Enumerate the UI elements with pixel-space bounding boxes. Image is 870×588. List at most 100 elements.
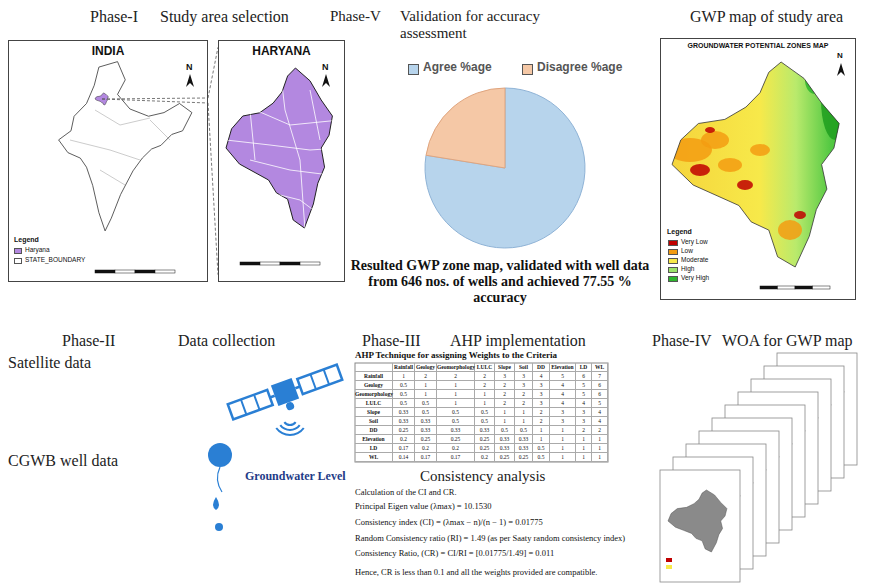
table-cell: 0.5 [393, 381, 415, 390]
map-frame: INDIA [8, 40, 208, 282]
heading-text: Phase-III [362, 332, 421, 350]
table-cell: 1 [495, 408, 515, 417]
table-cell: 1 [592, 435, 608, 444]
table-cell: 0.5 [393, 390, 415, 399]
table-cell: WL [355, 453, 393, 462]
scale-bar [115, 270, 135, 273]
table-cell: 2 [533, 408, 550, 417]
haryana-spot [95, 93, 108, 105]
legend-swatch [668, 276, 678, 282]
table-cell: 0.33 [393, 417, 415, 426]
table-cell: DD [355, 426, 393, 435]
table-cell: Elevation [355, 435, 393, 444]
map-title: HARYANA [219, 41, 344, 58]
table-cell: 7 [592, 372, 608, 381]
scale-bar [260, 262, 280, 265]
scale-bar [280, 262, 300, 265]
table-cell: 1 [592, 444, 608, 453]
annotation-text: AHP Technique for assigning Weights to t… [355, 350, 615, 360]
legend-text: Moderate [681, 256, 708, 263]
table-cell: 3 [550, 408, 576, 417]
heading-text: AHP implementation [450, 332, 586, 350]
table-cell: 5 [550, 372, 576, 381]
haryana-map [226, 68, 332, 228]
legend-text: Disagree %age [537, 61, 622, 75]
district-boundary [226, 140, 340, 150]
table-cell: 0.5 [437, 408, 475, 417]
table-cell: 1 [515, 408, 533, 417]
table-cell: 1 [437, 390, 475, 399]
table-cell: 0.25 [475, 435, 495, 444]
table-cell: 2 [592, 426, 608, 435]
table-cell: 2 [495, 381, 515, 390]
india-outline [59, 62, 192, 231]
heading-text: GWP map of study area [690, 8, 843, 26]
table-cell: 0.5 [515, 426, 533, 435]
table-cell: 0.17 [393, 444, 415, 453]
table-cell: 2 [475, 381, 495, 390]
zone-patch [690, 164, 710, 176]
table-cell: 2 [495, 390, 515, 399]
satellite-icon [227, 362, 346, 430]
table-cell: 1 [393, 372, 415, 381]
table-cell: Geology [415, 363, 437, 372]
table-cell: 1 [576, 444, 592, 453]
table-cell: 6 [576, 372, 592, 381]
legend-swatch [668, 267, 678, 273]
table-cell: 0.25 [515, 453, 533, 462]
leader-line [102, 99, 208, 103]
legend-swatch [668, 240, 678, 246]
table-cell: 0.25 [437, 435, 475, 444]
table-cell: Slope [495, 363, 515, 372]
table-cell: 0.33 [415, 417, 437, 426]
table-cell: 3 [576, 408, 592, 417]
table-cell: 0.33 [475, 426, 495, 435]
legend-swatch [668, 258, 678, 264]
legend-swatch [14, 248, 22, 254]
scale-bar [135, 270, 155, 273]
table-cell: 0.5 [475, 417, 495, 426]
table-cell: 0.5 [533, 444, 550, 453]
state-boundary [95, 110, 150, 125]
district-boundary [310, 90, 320, 140]
table-cell: 0.25 [393, 426, 415, 435]
annotation-text: N [322, 62, 329, 72]
legend-swatch [522, 64, 533, 75]
map-title: INDIA [9, 41, 207, 58]
table-cell: Elevation [550, 363, 576, 372]
table-cell: 1 [415, 390, 437, 399]
table-cell: 2 [515, 399, 533, 408]
scale-bar [778, 286, 796, 289]
heading-text: Data collection [178, 332, 275, 350]
legend-text: Haryana [25, 246, 50, 253]
annotation-text: Random Consistency ratio (RI) = 1.49 (as… [355, 534, 625, 544]
heading-text: CGWB well data [8, 452, 118, 470]
table-cell: 1 [576, 453, 592, 462]
table-cell: 1 [576, 435, 592, 444]
map-frame: HARYANA [218, 40, 345, 282]
signal-wave [275, 427, 304, 436]
water-balloon [208, 443, 232, 467]
signal-wave [279, 424, 300, 431]
table-cell: 2 [415, 372, 437, 381]
annotation-text: N [837, 51, 843, 60]
table-cell: 4 [592, 408, 608, 417]
zone-patch [794, 211, 806, 219]
annotation-text: Legend [667, 228, 692, 236]
table-cell: 1 [475, 399, 495, 408]
water-drop [215, 523, 223, 531]
table-cell: 4 [550, 390, 576, 399]
table-cell: 1 [437, 381, 475, 390]
table-cell: 1 [415, 381, 437, 390]
table-cell: DD [533, 363, 550, 372]
legend-text: STATE_BOUNDARY [25, 256, 85, 263]
map-title: GROUNDWATER POTENTIAL ZONES MAP [661, 39, 855, 49]
table-cell [355, 363, 393, 372]
table-cell: Rainfall [393, 363, 415, 372]
legend-text: Very High [681, 274, 709, 281]
zone-patch [737, 180, 753, 190]
legend-text: High [681, 265, 694, 272]
